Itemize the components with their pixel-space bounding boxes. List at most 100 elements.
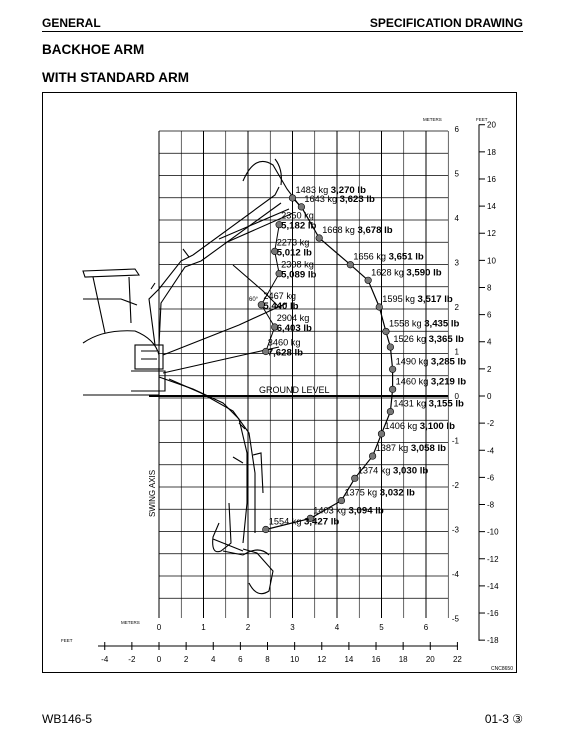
load-point bbox=[389, 385, 397, 393]
load-kg: 1460 kg bbox=[396, 376, 431, 386]
load-kg: 1431 kg bbox=[393, 399, 428, 409]
backhoe-arm-outline bbox=[82, 158, 300, 595]
y-meters-tick: 4 bbox=[455, 214, 460, 223]
load-label: 1406 kg 3,100 lb bbox=[385, 421, 456, 432]
load-lb: 3,435 lb bbox=[424, 318, 459, 329]
load-point bbox=[315, 234, 323, 242]
load-lb: 6,403 lb bbox=[277, 323, 312, 334]
load-label: 1526 kg 3,365 lb bbox=[393, 334, 464, 345]
y-meters-tick: 6 bbox=[455, 125, 460, 134]
range-grid bbox=[149, 130, 449, 618]
load-lb: 3,219 lb bbox=[431, 376, 466, 387]
load-point bbox=[386, 407, 395, 416]
load-point bbox=[262, 347, 270, 356]
load-label: 1375 kg 3,032 lb bbox=[344, 488, 415, 499]
load-kg: 2273 kg bbox=[277, 237, 310, 247]
x-feet-tick: 22 bbox=[453, 655, 462, 664]
y-meters-tick: -5 bbox=[452, 615, 460, 624]
load-kg: 1387 kg bbox=[376, 443, 411, 453]
load-point bbox=[382, 327, 390, 336]
footer-model: WB146-5 bbox=[42, 712, 93, 726]
load-lb: 3,678 lb bbox=[357, 225, 392, 236]
x-meters-tick: 1 bbox=[201, 623, 206, 632]
load-kg: 2350 kg bbox=[281, 211, 314, 221]
load-label: 1558 kg 3,435 lb bbox=[389, 318, 460, 329]
load-lb: 3,058 lb bbox=[411, 443, 446, 454]
load-point bbox=[337, 496, 346, 505]
load-kg: 2904 kg bbox=[277, 313, 310, 323]
x-feet-tick: -2 bbox=[128, 655, 136, 664]
load-kg: 2308 kg bbox=[281, 260, 314, 270]
load-lb: 3,285 lb bbox=[431, 356, 466, 367]
x-feet-tick: 18 bbox=[399, 655, 408, 664]
load-point bbox=[351, 474, 359, 482]
load-kg: 1490 kg bbox=[396, 356, 431, 366]
x-feet-tick: 16 bbox=[372, 655, 381, 664]
x-meters-tick: 3 bbox=[290, 623, 295, 632]
load-kg: 1406 kg bbox=[385, 421, 420, 431]
load-kg: 1628 kg bbox=[371, 267, 406, 277]
x-feet-tick: 12 bbox=[317, 655, 326, 664]
load-lb: 3,651 lb bbox=[389, 252, 424, 263]
y-feet-tick: 2 bbox=[487, 365, 492, 374]
load-kg: 1375 kg bbox=[344, 488, 379, 498]
load-lb: 3,032 lb bbox=[380, 488, 415, 499]
footer-page-number: 01-3 bbox=[484, 712, 509, 726]
y-feet-tick: -18 bbox=[487, 636, 499, 645]
boom-angle-label: 60° bbox=[249, 297, 259, 303]
load-kg: 2467 kg bbox=[263, 291, 296, 301]
drawing-title: BACKHOE ARM bbox=[42, 42, 145, 57]
drawing-code: CNC8650 bbox=[491, 666, 513, 672]
y-feet-tick: -12 bbox=[487, 555, 499, 564]
load-lb: 5,089 lb bbox=[281, 270, 316, 281]
x-meters-tick: 4 bbox=[335, 623, 340, 632]
load-lb: 3,030 lb bbox=[393, 465, 428, 476]
load-kg: 1595 kg bbox=[382, 294, 417, 304]
y-feet-tick: 20 bbox=[487, 121, 496, 130]
load-kg: 1656 kg bbox=[353, 252, 388, 262]
y-feet-tick: 18 bbox=[487, 148, 496, 157]
y-meters-tick: 3 bbox=[455, 259, 460, 268]
y-feet-tick: 12 bbox=[487, 229, 496, 238]
load-label: 1403 kg 3,094 lb bbox=[313, 505, 384, 516]
x-feet-tick: 6 bbox=[238, 655, 243, 664]
x-meters-tick: 0 bbox=[157, 623, 162, 632]
load-lb: 5,012 lb bbox=[277, 247, 312, 258]
feet-unit-label-bottom: FEET bbox=[61, 638, 73, 643]
y-feet-tick: 14 bbox=[487, 202, 496, 211]
load-point bbox=[275, 270, 283, 278]
y-feet-tick: 4 bbox=[487, 338, 492, 347]
swing-axis-label: SWING AXIS bbox=[148, 470, 157, 517]
load-label: 1483 kg 3,270 lb bbox=[296, 185, 367, 196]
load-point bbox=[262, 525, 270, 534]
load-label: 1460 kg 3,219 lb bbox=[396, 376, 467, 387]
load-point bbox=[375, 303, 383, 311]
load-kg: 1668 kg bbox=[322, 225, 357, 235]
load-label: 1668 kg 3,678 lb bbox=[322, 225, 393, 236]
y-feet-tick: 10 bbox=[487, 256, 496, 265]
load-label: 1431 kg 3,155 lb bbox=[393, 399, 464, 410]
load-lb: 3,517 lb bbox=[418, 294, 453, 305]
load-label: 1628 kg 3,590 lb bbox=[371, 267, 442, 278]
x-meters-tick: 6 bbox=[424, 623, 429, 632]
load-point bbox=[364, 276, 372, 284]
x-feet-tick: 10 bbox=[290, 655, 299, 664]
y-feet-tick: 6 bbox=[487, 311, 492, 320]
x-feet-tick: -4 bbox=[101, 655, 109, 664]
load-kg: 3460 kg bbox=[268, 338, 301, 348]
x-feet-tick: 0 bbox=[157, 655, 162, 664]
load-label: 1643 kg 3,623 lb bbox=[304, 194, 375, 205]
y-feet-tick: -2 bbox=[487, 419, 495, 428]
drawing-subtitle: WITH STANDARD ARM bbox=[42, 70, 189, 85]
load-point bbox=[389, 365, 397, 373]
meters-unit-label-right: METERS bbox=[423, 117, 442, 122]
y-feet-tick: 8 bbox=[487, 283, 492, 292]
y-feet-tick: -4 bbox=[487, 446, 495, 455]
load-kg: 1554 kg bbox=[269, 517, 304, 527]
x-feet-tick: 20 bbox=[426, 655, 435, 664]
load-point bbox=[306, 514, 314, 522]
footer-page: 01-3 ③ bbox=[485, 712, 523, 726]
